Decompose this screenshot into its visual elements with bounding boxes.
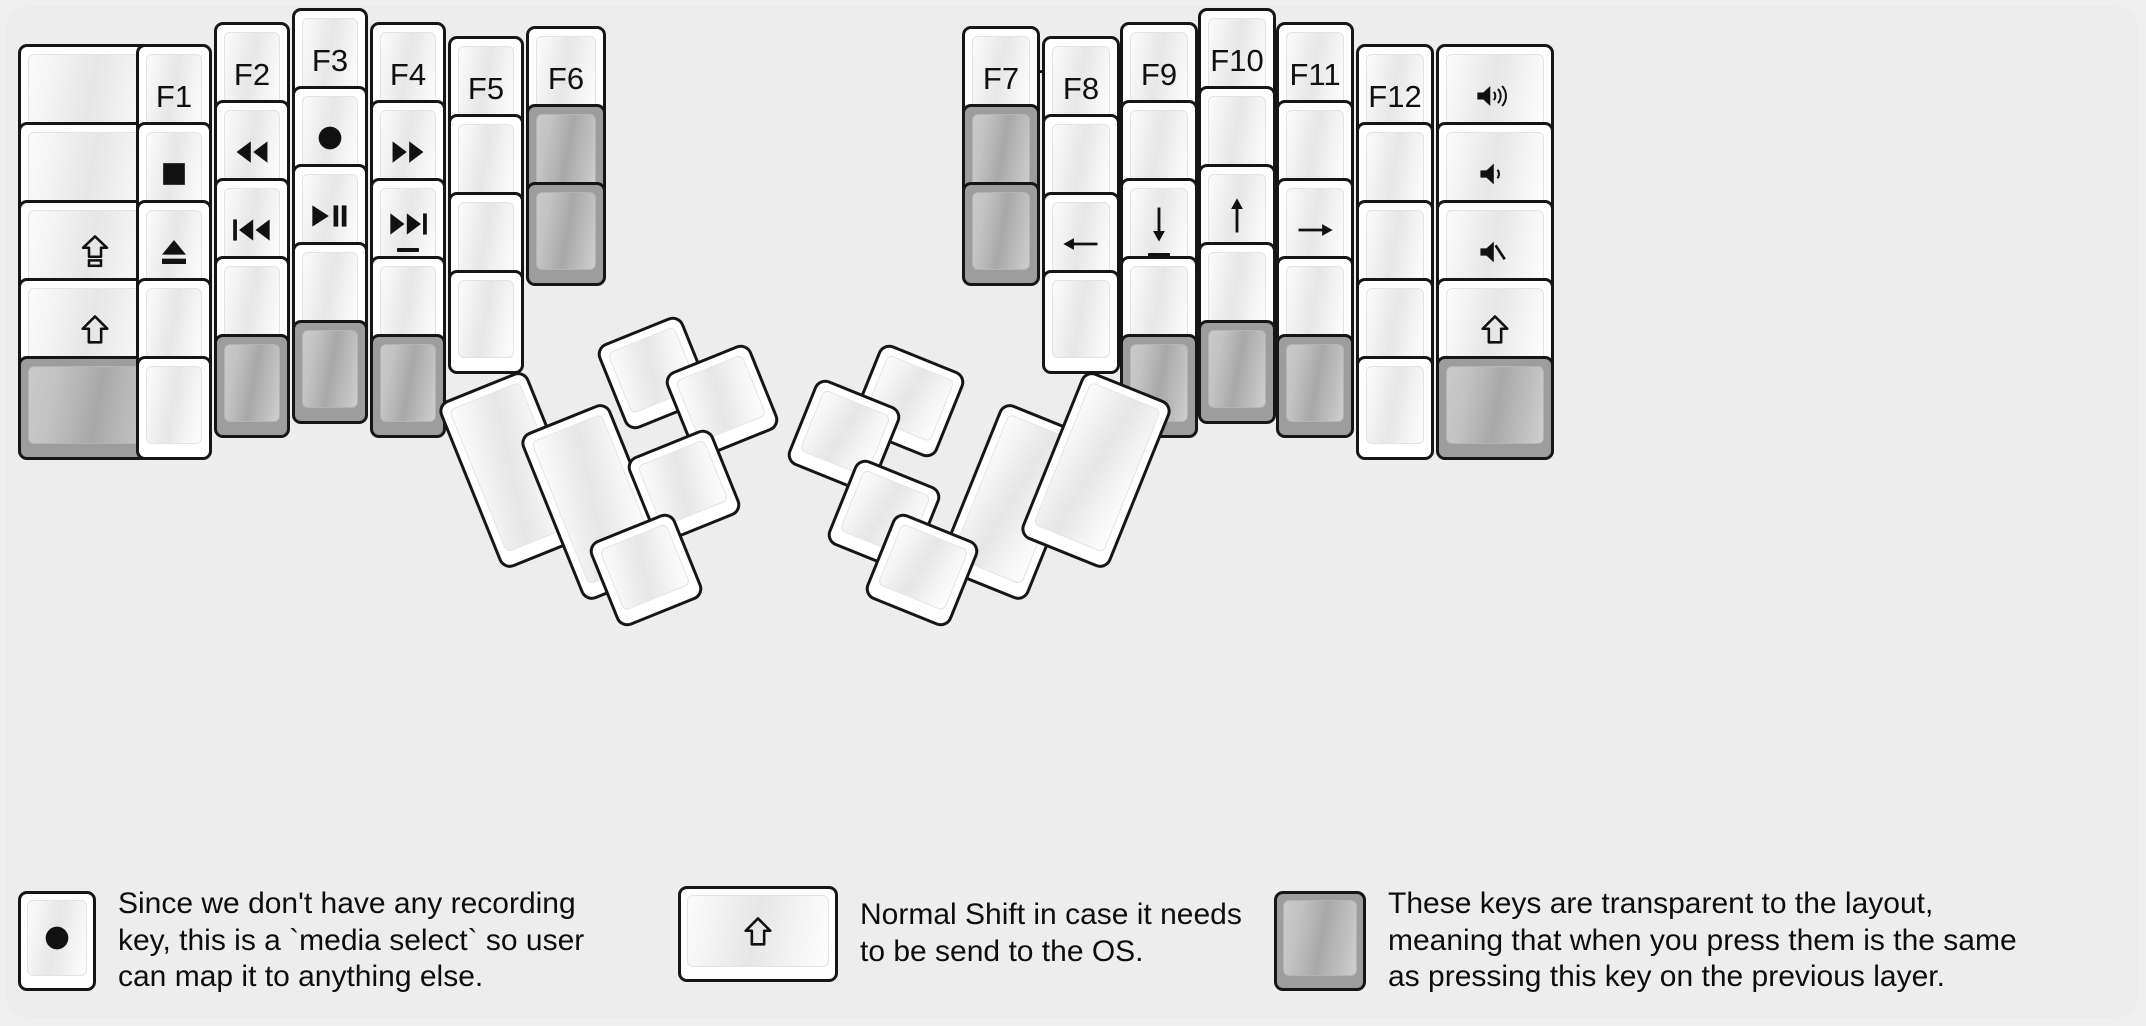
keycap-face [458,202,514,280]
transparent-key-left-middle-column-row5[interactable] [292,320,368,424]
key-right-pinky-column-row5[interactable] [1356,356,1434,460]
keycap-face [1052,280,1110,358]
keycap-face [637,439,729,528]
transparent-key-right-middle-column-row5[interactable] [1198,320,1276,424]
keycap-face [1208,330,1266,408]
keycap-face [599,523,691,612]
keycap-face [536,36,596,114]
legend-item-3: These keys are transparent to the layout… [1274,886,2146,996]
keycap-face [458,280,514,358]
keycap-face [1130,110,1188,188]
keycap-face [1283,899,1357,976]
keycap-face [380,344,436,422]
keycap-face [146,288,202,366]
shift-icon [743,916,773,953]
keycap-face [536,192,596,270]
keycap-face [146,210,202,288]
keycap-face [458,46,514,124]
keycap-face [380,266,436,344]
key-right-inner-column-row4[interactable] [1042,270,1120,374]
keycap-face [1208,252,1266,330]
keycap-face [675,354,767,443]
keycap-face [1286,110,1344,188]
keycap-face [1366,210,1424,288]
legend-item-1: Since we don't have any recording key, t… [18,886,678,996]
keycap-face [1366,366,1424,444]
keycap-face [146,366,202,444]
legend-description-2: Normal Shift in case it needs to be send… [860,898,1242,968]
keycap-face [146,54,202,132]
keycap-face [302,96,358,174]
transparent-key-left-index-column-row5[interactable] [370,334,446,438]
transparent-key-right-outer-column-row5[interactable] [1436,356,1554,460]
keycap-face [1286,188,1344,266]
keycap-face [302,174,358,252]
keycap-face [1446,132,1544,210]
keycap-face [224,32,280,110]
keycap-face [1446,366,1544,444]
keycap-face [1366,288,1424,366]
keycap-face [1052,202,1110,280]
keycap-face [1052,124,1110,202]
key-left-pinky-column-row5[interactable] [136,356,212,460]
keycap-face [1286,344,1344,422]
keycap-face [302,330,358,408]
keycap-face [302,18,358,96]
keycap-face [1366,132,1424,210]
keycap-face [380,32,436,110]
keycap-face [1130,32,1188,110]
keycap-face [1130,266,1188,344]
transparent-key-left-ring-column-row5[interactable] [214,334,290,438]
keycap-face [1446,288,1544,366]
keycap-face [972,36,1030,114]
keycap-face [687,895,829,967]
keycap-face [1286,32,1344,110]
keycap-face [1446,210,1544,288]
media-record-icon [41,922,73,959]
keycap-face [1208,18,1266,96]
keycap-face [972,192,1030,270]
transparent-key-left-innermost-column-row3[interactable] [526,182,606,286]
keycap-face [536,114,596,192]
keycap-face [224,110,280,188]
legend-key-sample-1 [18,890,96,991]
keycap-face [224,344,280,422]
keycap-face [302,252,358,330]
keycap-face [224,266,280,344]
legend-key-sample-2 [678,886,838,982]
legend-item-2: Normal Shift in case it needs to be send… [678,886,1290,982]
keycap-face [380,188,436,266]
transparent-key-right-ring-column-row5[interactable] [1276,334,1354,438]
legend: Since we don't have any recording key, t… [18,880,2118,1010]
keycap-face [146,132,202,210]
keycap-face [877,523,969,612]
keycap-face [1208,174,1266,252]
legend-description-3: These keys are transparent to the layout… [1388,887,2017,994]
keycap-face [380,110,436,188]
key-left-innermost-column-row1[interactable]: F6 [526,26,606,130]
keycap-face [224,188,280,266]
keycap-face [1052,46,1110,124]
keycap-face [1208,96,1266,174]
legend-description-1: Since we don't have any recording key, t… [118,887,585,994]
legend-transparent-key-sample [1274,890,1366,991]
keycap-face [1446,54,1544,132]
keycap-face [458,124,514,202]
transparent-key-right-innermost-column-row3[interactable] [962,182,1040,286]
key-left-inner-column-row4[interactable] [448,270,524,374]
keycap-face [972,114,1030,192]
keycap-face [1366,54,1424,132]
keycap-face [1130,188,1188,266]
keycap-face [1286,266,1344,344]
